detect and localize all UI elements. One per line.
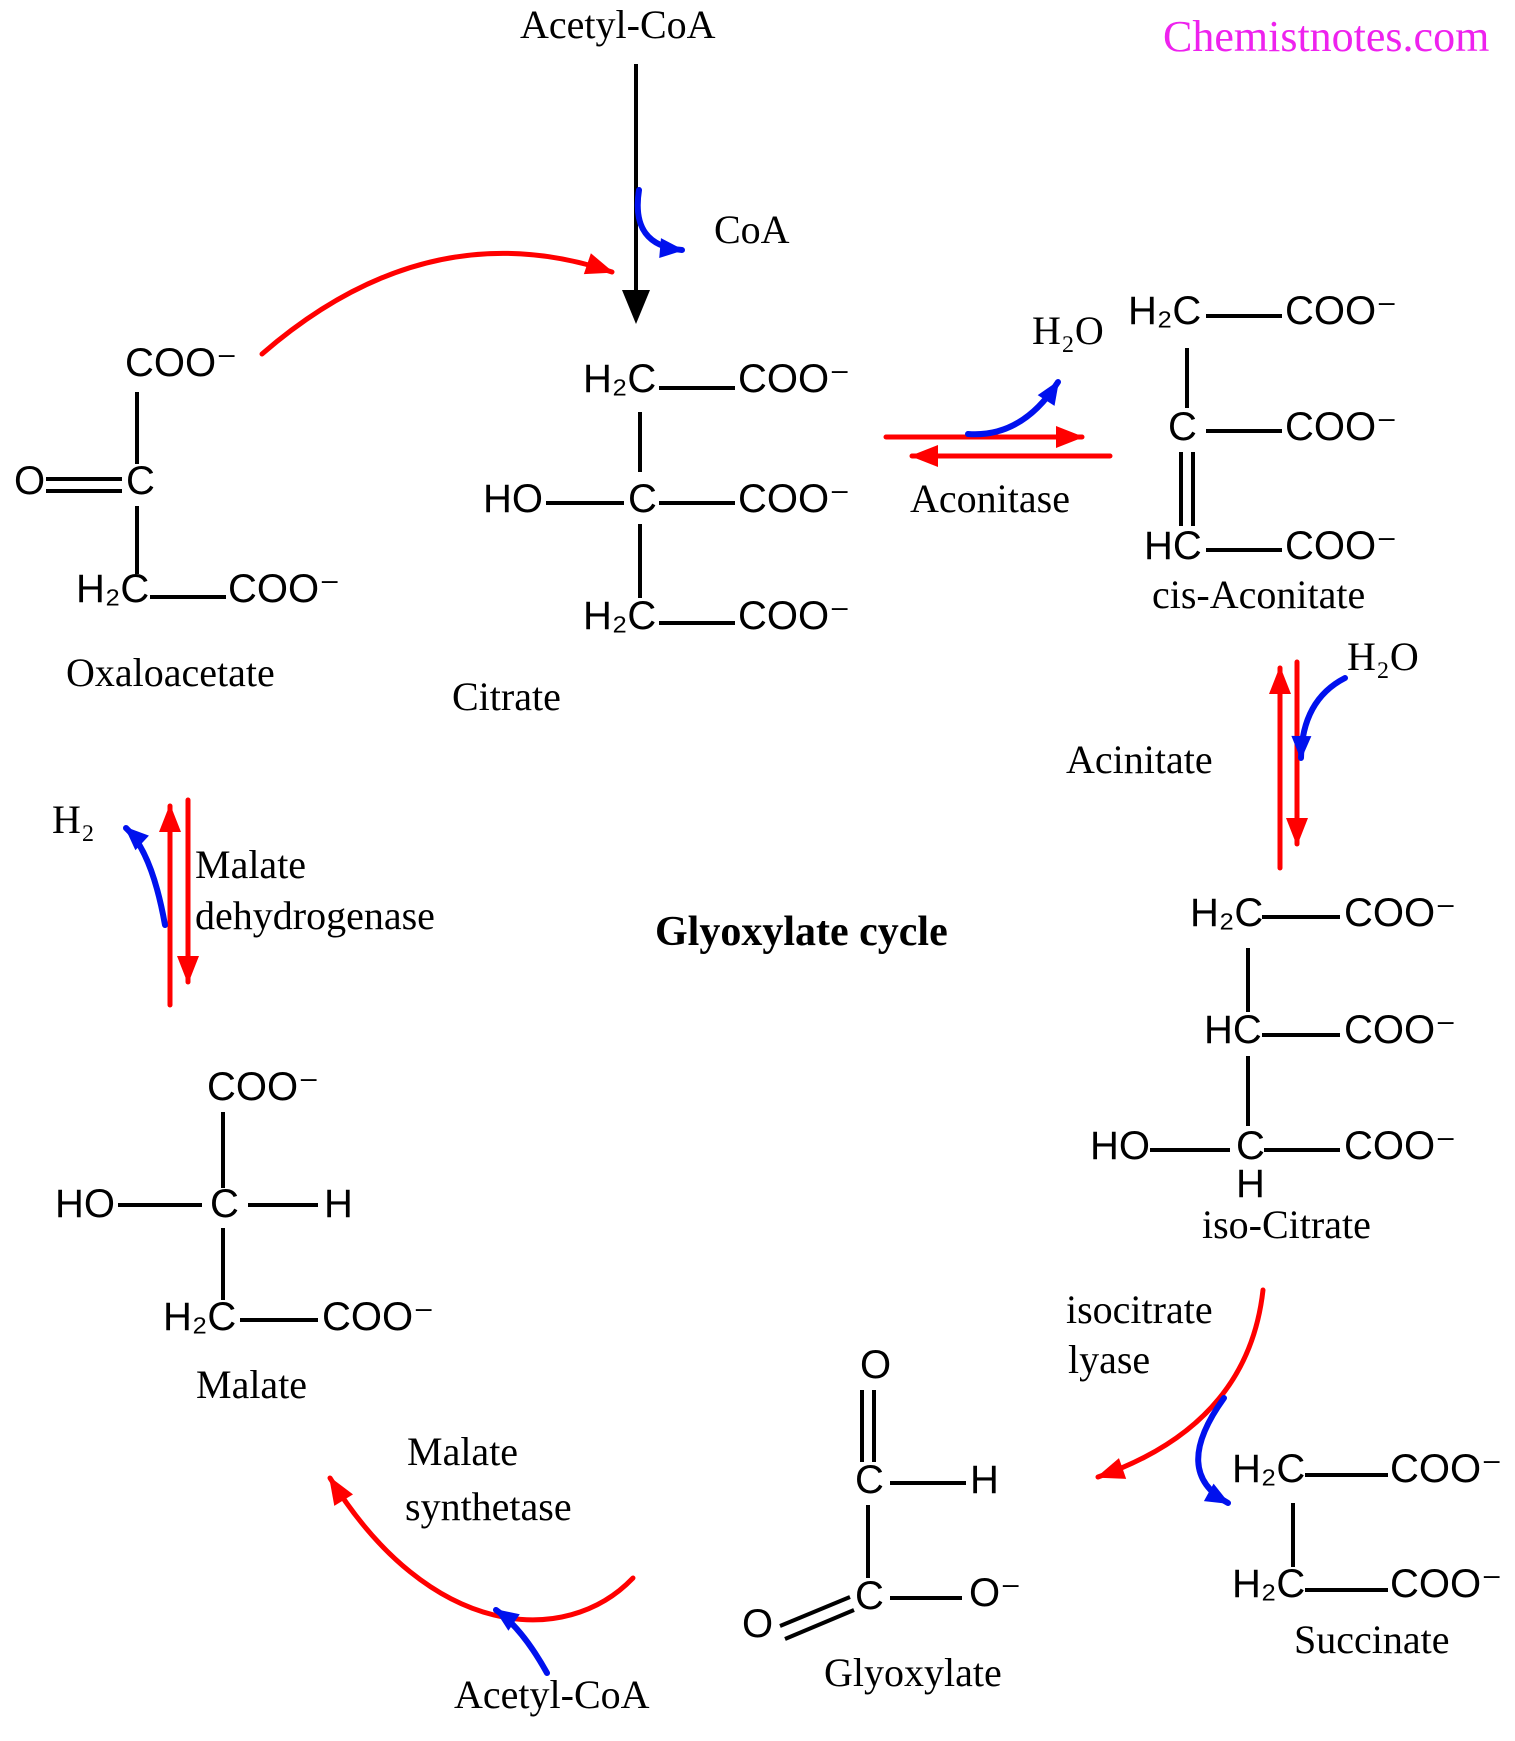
succinate-h2c-top: H₂C (1232, 1447, 1306, 1491)
malate-coo-top: COO⁻ (207, 1065, 320, 1109)
cis-aconitate-bonds (1179, 314, 1282, 552)
citrate-h2c-bottom: H₂C (583, 594, 657, 638)
acetyl-coa-bottom-label: Acetyl-CoA (454, 1672, 650, 1717)
h2-release-arrow (123, 825, 168, 928)
aconitase-name: Aconitase (910, 476, 1070, 521)
glyoxylate-name: Glyoxylate (824, 1650, 1002, 1695)
iso-citrate-name: iso-Citrate (1202, 1202, 1371, 1247)
h2o-aconitase-label: H₂O (1032, 308, 1104, 353)
glyoxylate-c-top: C (855, 1458, 884, 1502)
succinate-coo-bottom: COO⁻ (1390, 1562, 1503, 1606)
glyoxylate-bonds (779, 1390, 966, 1641)
glyoxylate-o-top: O (860, 1343, 892, 1387)
cycle-title: Glyoxylate cycle (655, 909, 948, 955)
citrate-h2c-top: H₂C (583, 357, 657, 401)
glyoxylate-o-right: O⁻ (969, 1571, 1022, 1615)
citrate-bonds (546, 386, 735, 625)
cis-aconitate-coo-mid: COO⁻ (1285, 405, 1398, 449)
oxaloacetate-coo-top: COO⁻ (125, 341, 238, 385)
oxaloacetate-to-citrate-arrow (259, 250, 615, 357)
iso-citrate-hc: HC (1204, 1008, 1262, 1052)
cis-aconitate-h2c: H₂C (1128, 289, 1202, 333)
cis-aconitate-coo-top: COO⁻ (1285, 289, 1398, 333)
coa-release-arrow (634, 187, 685, 259)
malate-synthetase-arrow (327, 1475, 636, 1623)
isocitrate-lyase-line2: lyase (1068, 1337, 1151, 1382)
h2o-release-arrow (965, 379, 1061, 438)
isocitrate-lyase-line1: isocitrate (1066, 1287, 1213, 1332)
malate-name: Malate (196, 1362, 308, 1407)
citrate-coo-top: COO⁻ (738, 357, 851, 401)
iso-citrate-h2c: H₂C (1190, 891, 1264, 935)
oxaloacetate-bonds (46, 392, 226, 599)
h2o-acinitate-label: H₂O (1347, 634, 1419, 679)
malate-ho: HO (55, 1182, 115, 1226)
citrate-ho: HO (483, 477, 543, 521)
isocitrate-lyase-blue-arrow (1195, 1395, 1231, 1506)
cis-aconitate-coo-bottom: COO⁻ (1285, 524, 1398, 568)
cis-aconitate-c: C (1168, 405, 1197, 449)
succinate-h2c-bottom: H₂C (1232, 1562, 1306, 1606)
cis-aconitate-hc: HC (1144, 524, 1202, 568)
watermark-text: Chemistnotes.com (1163, 12, 1490, 61)
succinate-bonds (1291, 1473, 1388, 1592)
glyoxylate-o-left: O (742, 1602, 774, 1646)
acinitate-name: Acinitate (1066, 737, 1213, 782)
iso-citrate-c: C (1236, 1124, 1265, 1168)
malate-c: C (210, 1182, 239, 1226)
iso-citrate-h: H (1236, 1162, 1265, 1206)
malate-dehydrogenase-line2: dehydrogenase (195, 893, 435, 938)
iso-citrate-ho: HO (1090, 1124, 1150, 1168)
oxaloacetate-c: C (126, 459, 155, 503)
malate-h2c: H₂C (163, 1295, 237, 1339)
malate-dehydrogenase-line1: Malate (195, 842, 307, 887)
malate-synthetase-line1: Malate (407, 1429, 519, 1474)
oxaloacetate-name: Oxaloacetate (66, 650, 275, 695)
citrate-coo-bottom: COO⁻ (738, 594, 851, 638)
citrate-c: C (628, 477, 657, 521)
oxaloacetate-o: O (14, 459, 46, 503)
oxaloacetate-coo-bottom: COO⁻ (228, 567, 341, 611)
succinate-coo-top: COO⁻ (1390, 1447, 1503, 1491)
iso-citrate-coo-bottom: COO⁻ (1344, 1124, 1457, 1168)
glyoxylate-c-bottom: C (855, 1574, 884, 1618)
cis-aconitate-name: cis-Aconitate (1152, 572, 1366, 617)
malate-bonds (118, 1112, 318, 1322)
isocitrate-lyase-arrow (1095, 1287, 1266, 1480)
iso-citrate-coo-top: COO⁻ (1344, 891, 1457, 935)
citrate-name: Citrate (452, 674, 561, 719)
malate-coo-bottom: COO⁻ (322, 1295, 435, 1339)
malate-h: H (324, 1182, 353, 1226)
citrate-coo-mid: COO⁻ (738, 477, 851, 521)
succinate-name: Succinate (1294, 1617, 1450, 1662)
iso-citrate-bonds (1150, 915, 1340, 1152)
oxaloacetate-h2c: H₂C (76, 567, 150, 611)
malate-synthetase-line2: synthetase (405, 1484, 572, 1529)
coa-released-label: CoA (714, 207, 790, 252)
iso-citrate-coo-mid: COO⁻ (1344, 1008, 1457, 1052)
h2o-add-arrow (1291, 675, 1348, 761)
acetyl-coa-in-arrow (493, 1607, 550, 1676)
glyoxylate-h: H (970, 1458, 999, 1502)
acetyl-coa-arrowhead (622, 290, 650, 324)
acetyl-coa-top-label: Acetyl-CoA (520, 2, 716, 47)
h2-label: H₂ (52, 797, 95, 842)
